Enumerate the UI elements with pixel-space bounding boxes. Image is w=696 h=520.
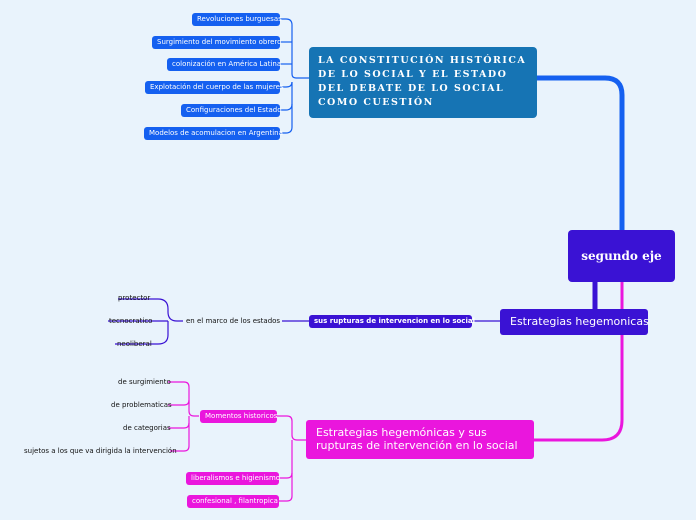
subtopic-configuraciones-estado[interactable]: Configuraciones del Estado [181,104,282,117]
topic-estrategias-hegemonicas[interactable]: Estrategias hegemonicas [500,309,649,335]
leaf-de-surgimiento[interactable]: de surgimiento [118,378,171,386]
links-pink [168,381,306,502]
subtopic-surgimiento-movimiento-obrero[interactable]: Surgimiento del movimiento obrero [152,36,281,49]
leaf-tecnocratico[interactable]: tecnocratico [109,317,153,325]
subtopic-revoluciones-burguesas[interactable]: Revoluciones burguesas [192,13,282,26]
links-teal-children [279,18,309,134]
subtopic-marco-estados[interactable]: en el marco de los estados [186,317,281,325]
links-purple [108,298,500,345]
central-topic[interactable]: segundo eje [568,230,675,282]
topic-estrategias-rupturas-intervencion[interactable]: Estrategias hegemónicas y sus rupturas d… [306,420,534,459]
subtopic-modelos-acumulacion[interactable]: Modelos de acomulacion en Argentina [144,127,283,140]
leaf-neoliberal[interactable]: neoliberal [117,340,152,348]
link-center-pink [534,282,624,442]
subtopic-liberalismos-higienismo[interactable]: liberalismos e higienismo [186,472,280,485]
leaf-de-categorias[interactable]: de categorias [123,424,171,432]
leaf-de-problematicas[interactable]: de problematicas [111,401,172,409]
subtopic-colonizacion-america-latina[interactable]: colonización en América Latina [167,58,281,71]
leaf-sujetos-intervencion[interactable]: sujetos a los que va dirigida la interve… [24,447,177,455]
link-center-teal [537,75,625,230]
subtopic-confesional-filantropica[interactable]: confesional , filantropica [187,495,279,508]
subtopic-rupturas-intervencion[interactable]: sus rupturas de intervencion en lo socia… [309,315,475,328]
subtopic-momentos-historicos[interactable]: Momentos historicos [200,410,277,423]
topic-constitucion-historica[interactable]: LA CONSTITUCIÓN HISTÓRICA DE LO SOCIAL Y… [309,47,537,118]
leaf-protector[interactable]: protector [118,294,151,302]
subtopic-explotacion-cuerpo-mujeres[interactable]: Explotación del cuerpo de las mujeres [145,81,284,94]
